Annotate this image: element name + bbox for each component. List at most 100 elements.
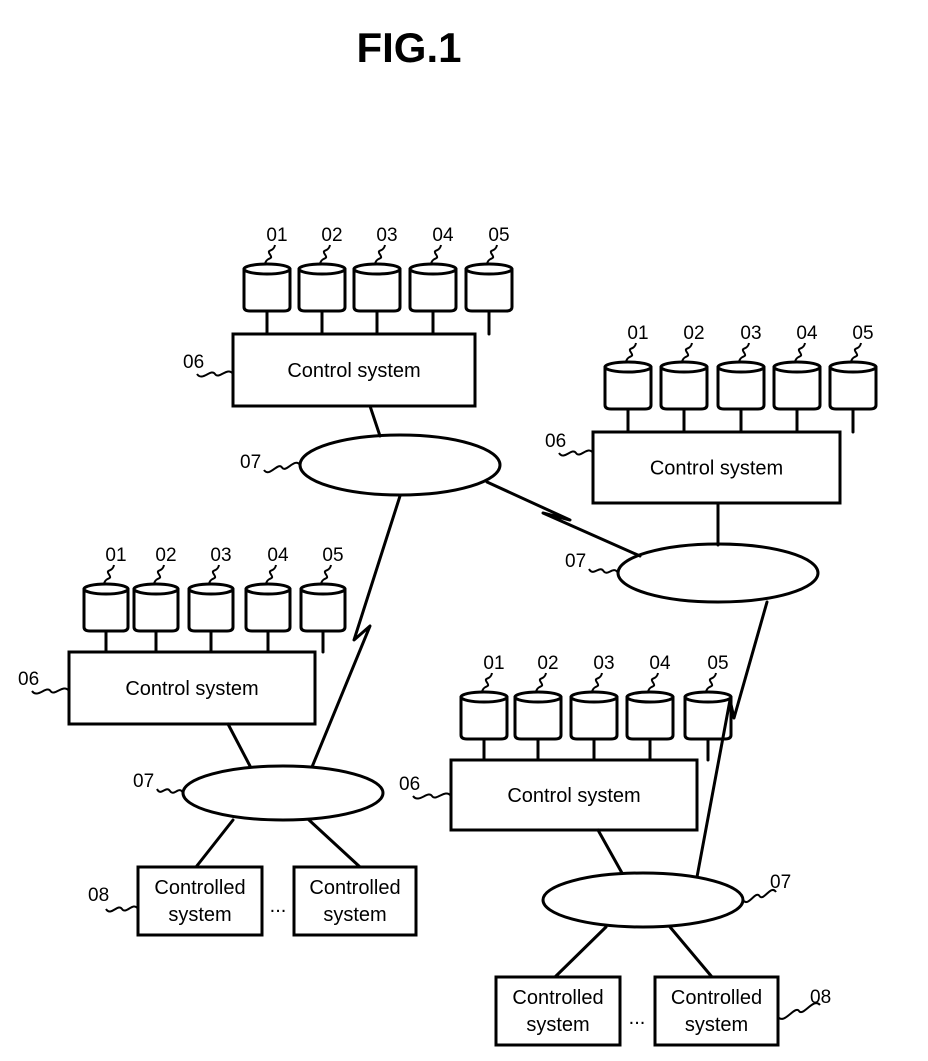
controlled-system-label: system bbox=[526, 1014, 589, 1036]
leader-line bbox=[321, 565, 331, 584]
storage-ref-label: 01 bbox=[105, 545, 126, 566]
storage-ref-label: 03 bbox=[740, 323, 761, 344]
control-system-ref-label: 06 bbox=[545, 431, 566, 452]
storage-ref-label: 02 bbox=[321, 225, 342, 246]
controlled-system-label: Controlled bbox=[512, 987, 603, 1009]
controlled-system-label: Controlled bbox=[154, 877, 245, 899]
leader-line bbox=[482, 673, 492, 692]
storage-device-icon bbox=[246, 584, 290, 652]
leader-line bbox=[706, 673, 716, 692]
network-ellipse bbox=[618, 544, 818, 602]
controlled-system-label: system bbox=[168, 904, 231, 926]
site-site-b: 01 02 03 04 05Control system 06 07 bbox=[545, 323, 876, 602]
storage-ref-label: 02 bbox=[537, 653, 558, 674]
storage-ref-label: 02 bbox=[155, 545, 176, 566]
storage-device-icon bbox=[515, 692, 561, 760]
storage-device-icon bbox=[299, 264, 345, 334]
storage-ref-label: 04 bbox=[796, 323, 818, 344]
leader-line bbox=[265, 245, 275, 264]
network-ref-label: 07 bbox=[565, 551, 586, 572]
leader-line bbox=[104, 565, 114, 584]
figure-title: FIG.1 bbox=[356, 24, 461, 71]
storage-device-icon bbox=[354, 264, 400, 334]
leader-line bbox=[154, 565, 164, 584]
leader-line bbox=[375, 245, 385, 264]
leader-line bbox=[592, 673, 602, 692]
storage-device-icon bbox=[466, 264, 512, 334]
controlled-system-label: system bbox=[323, 904, 386, 926]
storage-device-icon bbox=[461, 692, 507, 760]
storage-ref-label: 05 bbox=[852, 323, 873, 344]
leader-line bbox=[626, 343, 636, 362]
storage-ref-label: 01 bbox=[266, 225, 287, 246]
ellipsis-label: ... bbox=[270, 895, 287, 917]
control-system-ref-label: 06 bbox=[183, 352, 204, 373]
site-site-c: 01 02 03 04 05Control system 06 07Controlled sy… bbox=[18, 545, 416, 935]
storage-device-icon bbox=[244, 264, 290, 334]
site-site-d: 0102030405Control system0607Controlledsy… bbox=[399, 653, 831, 1045]
leader-line bbox=[536, 673, 546, 692]
leader-line bbox=[264, 463, 300, 472]
leader-line bbox=[487, 245, 497, 264]
storage-ref-label: 03 bbox=[210, 545, 231, 566]
leader-line bbox=[795, 343, 805, 362]
control-system-label: Control system bbox=[287, 360, 420, 382]
controlled-system-ref-label: 08 bbox=[88, 885, 109, 906]
storage-device-icon bbox=[774, 362, 820, 432]
control-system-ref-label: 06 bbox=[18, 669, 39, 690]
leader-line bbox=[589, 569, 618, 573]
connector-line bbox=[370, 406, 380, 436]
leader-line bbox=[106, 906, 138, 911]
control-system-label: Control system bbox=[507, 785, 640, 807]
leader-line bbox=[157, 789, 183, 793]
network-ref-label: 07 bbox=[133, 771, 154, 792]
storage-ref-label: 05 bbox=[322, 545, 343, 566]
storage-ref-label: 05 bbox=[488, 225, 509, 246]
control-system-ref-label: 06 bbox=[399, 774, 420, 795]
controlled-system-label: Controlled bbox=[671, 987, 762, 1009]
leader-line bbox=[648, 673, 658, 692]
storage-device-icon bbox=[718, 362, 764, 432]
storage-ref-label: 04 bbox=[432, 225, 454, 246]
storage-device-icon bbox=[134, 584, 178, 652]
storage-ref-label: 03 bbox=[376, 225, 397, 246]
leader-line bbox=[320, 245, 330, 264]
storage-device-icon bbox=[830, 362, 876, 432]
network-ref-label: 07 bbox=[240, 452, 261, 473]
controlled-system-label: system bbox=[685, 1014, 748, 1036]
leader-line bbox=[266, 565, 276, 584]
storage-ref-label: 01 bbox=[483, 653, 504, 674]
storage-device-icon bbox=[627, 692, 673, 760]
leader-line bbox=[209, 565, 219, 584]
control-system-label: Control system bbox=[650, 458, 783, 480]
storage-ref-label: 02 bbox=[683, 323, 704, 344]
storage-device-icon bbox=[571, 692, 617, 760]
storage-device-icon bbox=[84, 584, 128, 652]
leader-line bbox=[851, 343, 861, 362]
storage-ref-label: 04 bbox=[267, 545, 289, 566]
network-ellipse bbox=[300, 435, 500, 495]
connector-line bbox=[309, 820, 360, 867]
storage-ref-label: 04 bbox=[649, 653, 671, 674]
network-ellipse bbox=[543, 873, 743, 927]
leader-line bbox=[431, 245, 441, 264]
connector-line bbox=[670, 927, 712, 977]
controlled-system-label: Controlled bbox=[309, 877, 400, 899]
storage-ref-label: 03 bbox=[593, 653, 614, 674]
storage-device-icon bbox=[410, 264, 456, 334]
storage-device-icon bbox=[605, 362, 651, 432]
storage-device-icon bbox=[661, 362, 707, 432]
site-site-a: 01 02 03 04 05Control system 06 07 bbox=[183, 225, 512, 495]
control-system-label: Control system bbox=[125, 678, 258, 700]
storage-ref-label: 05 bbox=[707, 653, 728, 674]
connector-line bbox=[555, 927, 606, 977]
connector-line bbox=[196, 820, 233, 867]
storage-ref-label: 01 bbox=[627, 323, 648, 344]
leader-line bbox=[682, 343, 692, 362]
storage-device-icon bbox=[301, 584, 345, 652]
storage-device-icon bbox=[189, 584, 233, 652]
ellipsis-label: ... bbox=[629, 1007, 646, 1029]
leader-line bbox=[739, 343, 749, 362]
connector-line bbox=[598, 830, 622, 873]
